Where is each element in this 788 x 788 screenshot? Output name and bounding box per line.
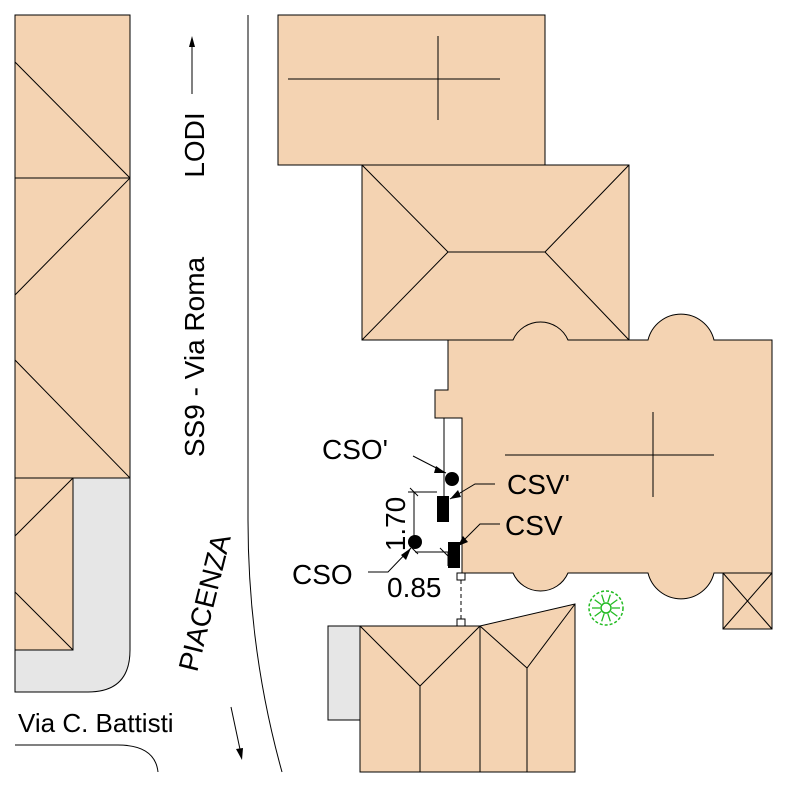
tree-branch <box>607 594 611 603</box>
west-roof-lines <box>14 61 131 479</box>
tree-trunk <box>600 602 612 614</box>
tree-branch <box>601 613 605 622</box>
west-lower-building <box>14 477 74 651</box>
building-south <box>359 603 576 773</box>
dimension-horizontal-label: 0.85 <box>387 572 442 603</box>
west-building <box>14 14 131 479</box>
csv-label: CSV <box>505 510 563 541</box>
south-arrow <box>230 706 243 760</box>
gap-marker-top <box>456 572 466 581</box>
west-block <box>14 14 159 773</box>
cso-prime-arrowhead <box>434 466 446 473</box>
cso-point <box>408 535 422 549</box>
north-arrow <box>189 36 195 94</box>
side-street-label: Via C. Battisti <box>18 708 174 738</box>
gap-marker-bottom <box>456 618 466 627</box>
csv-prime-marker <box>437 496 449 522</box>
measurement-points <box>368 455 500 573</box>
csv-prime-arrowhead <box>450 490 461 499</box>
building-main <box>434 313 773 600</box>
tree-branch <box>610 611 618 617</box>
west-lower-roof-lines <box>14 477 74 651</box>
small-box-cross <box>722 572 773 630</box>
tree-branch <box>594 611 602 617</box>
tree-branch <box>601 594 605 603</box>
building-north <box>277 14 546 166</box>
cso-arrowhead <box>401 548 411 560</box>
tree-branch <box>594 599 602 605</box>
csv-marker <box>448 542 460 568</box>
east-block <box>277 14 773 773</box>
dimension-lines <box>408 487 449 566</box>
east-road-edge <box>247 15 283 773</box>
hip-roof-lines <box>361 164 630 341</box>
arrow-down-icon <box>236 748 243 760</box>
battisti-curb <box>15 744 159 773</box>
south-direction-label: PIACENZA <box>173 531 237 675</box>
cso-prime-label: CSO' <box>322 434 388 465</box>
arrow-up-icon <box>189 36 195 47</box>
dimension-vertical-label: 1.70 <box>380 497 411 552</box>
building-north-cross <box>288 36 500 120</box>
csv-leader <box>457 523 500 547</box>
csv-prime-label: CSV' <box>507 469 570 500</box>
tree-branch <box>610 599 618 605</box>
cso-prime-point <box>445 472 459 486</box>
cso-label: CSO <box>292 559 353 590</box>
road-main-label: SS9 - Via Roma <box>179 256 210 457</box>
building-south-roof-lines <box>359 603 576 772</box>
tree-symbol-icon <box>588 590 624 626</box>
building-main-cross <box>505 412 714 497</box>
south-pavement <box>327 625 363 721</box>
tree-canopy <box>588 590 624 626</box>
tree-branch <box>607 613 611 622</box>
road-edges <box>129 15 283 773</box>
north-direction-label: LODI <box>179 112 210 177</box>
csv-arrowhead <box>458 536 468 546</box>
